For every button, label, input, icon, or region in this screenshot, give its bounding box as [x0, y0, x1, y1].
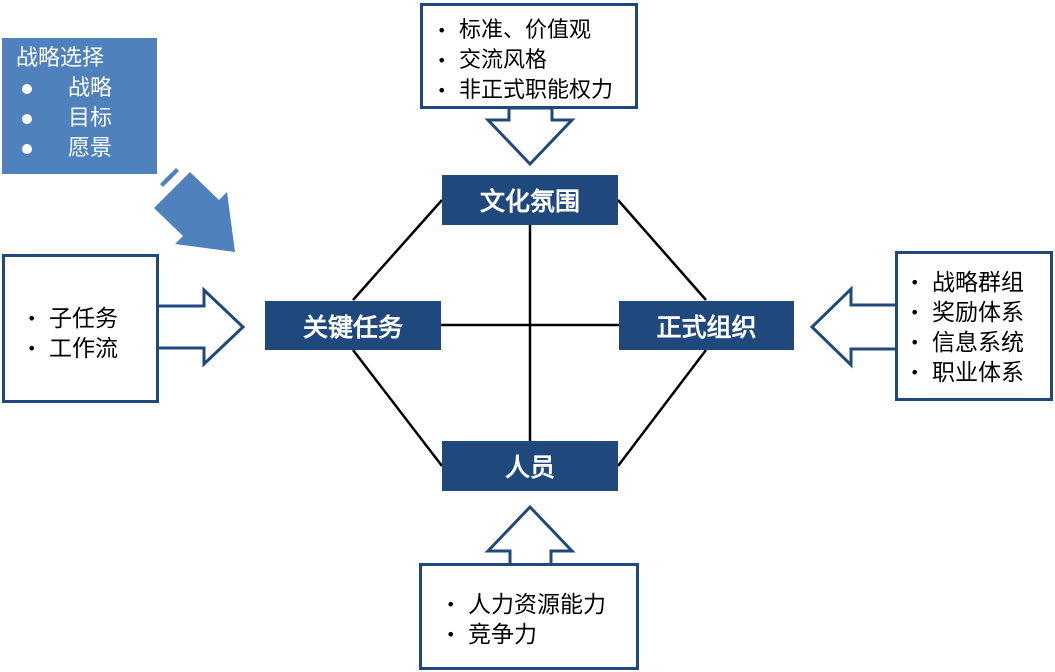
list-item-label: 职业体系 — [932, 360, 1024, 386]
bullet: • — [910, 303, 920, 322]
strategy-choice-box: 战略选择 战略 目标 愿景 — [2, 38, 157, 174]
bullet: • — [437, 21, 447, 40]
bullet-dot — [22, 144, 32, 154]
strategy-title: 战略选择 — [16, 46, 105, 71]
bullet: • — [27, 339, 37, 358]
list-item-label: 信息系统 — [932, 330, 1024, 356]
bullet: • — [910, 273, 920, 292]
bullet: • — [437, 81, 447, 100]
bullet: • — [910, 333, 920, 352]
strategy-arrow-shaft — [154, 172, 235, 252]
bullet: • — [910, 363, 920, 382]
strategy-item-label: 战略 — [68, 76, 113, 101]
line-culture-tasks — [352, 199, 443, 301]
node-tasks: 关键任务 — [265, 301, 441, 350]
bullet-dot — [22, 84, 32, 94]
list-item-label: 标准、价值观 — [459, 18, 592, 43]
line-organization-people — [617, 349, 707, 467]
strategy-item-label: 愿景 — [68, 136, 113, 161]
list-item: • 信息系统 — [910, 328, 1050, 358]
callout-culture: • 标准、价值观 • 交流风格 • 非正式职能权力 — [420, 3, 638, 109]
node-people: 人员 — [442, 441, 618, 491]
line-tasks-people — [352, 349, 443, 467]
list-item-label: 竞争力 — [468, 622, 537, 648]
strategy-item-label: 目标 — [68, 106, 113, 131]
bullet: • — [446, 625, 456, 644]
node-culture: 文化氛围 — [442, 175, 618, 225]
list-item-label: 工作流 — [49, 336, 118, 362]
bullet: • — [27, 309, 37, 328]
list-item-label: 子任务 — [49, 306, 118, 332]
arrow-left-organization — [809, 285, 899, 369]
list-item-label: 非正式职能权力 — [459, 78, 614, 103]
list-item: • 标准、价值观 — [437, 16, 635, 46]
list-item-label: 战略群组 — [932, 270, 1024, 296]
arrow-down-culture — [484, 106, 576, 167]
connector-lines — [352, 199, 707, 467]
strategy-item: 愿景 — [16, 134, 157, 164]
strategy-item: 目标 — [16, 104, 157, 134]
node-organization: 正式组织 — [619, 301, 794, 350]
list-item: • 非正式职能权力 — [437, 76, 635, 106]
list-item-label: 人力资源能力 — [468, 592, 606, 618]
callout-arrows — [155, 106, 899, 567]
strategy-arrow-stripe-2 — [166, 168, 179, 181]
list-item: • 职业体系 — [910, 358, 1050, 388]
list-item: • 战略群组 — [910, 268, 1050, 298]
bullet: • — [437, 51, 447, 70]
line-culture-organization — [617, 199, 707, 301]
list-item: • 子任务 — [27, 304, 156, 334]
list-item-label: 交流风格 — [459, 48, 548, 73]
bullet: • — [446, 595, 456, 614]
arrow-right-tasks — [155, 286, 246, 368]
strategy-item: 战略 — [16, 74, 157, 104]
arrow-up-people — [484, 504, 576, 567]
list-item: • 工作流 — [27, 334, 156, 364]
list-item: • 人力资源能力 — [446, 590, 636, 620]
bullet-dot — [22, 114, 32, 124]
list-item-label: 奖励体系 — [932, 300, 1024, 326]
list-item: • 竞争力 — [446, 620, 636, 650]
callout-people: • 人力资源能力 • 竞争力 — [419, 563, 639, 670]
strategy-arrow — [154, 168, 235, 252]
list-item: • 奖励体系 — [910, 298, 1050, 328]
callout-organization: • 战略群组 • 奖励体系 • 信息系统 • 职业体系 — [895, 251, 1053, 401]
list-item: • 交流风格 — [437, 46, 635, 76]
callout-tasks: • 子任务 • 工作流 — [2, 254, 159, 403]
